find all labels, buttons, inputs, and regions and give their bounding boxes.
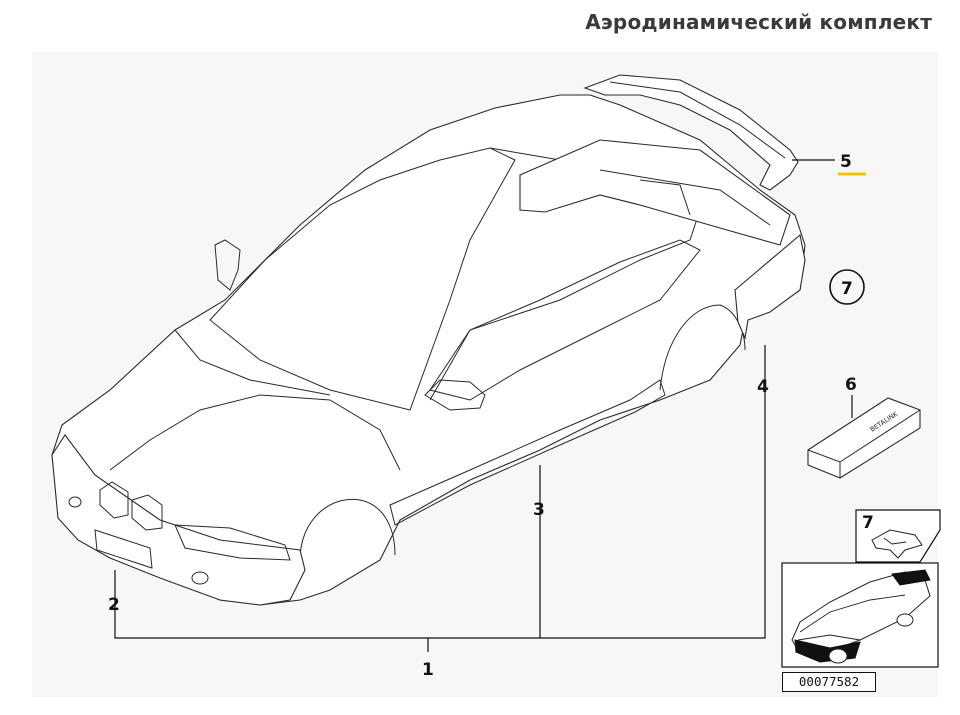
leader-lines xyxy=(114,159,853,652)
callout-2: 2 xyxy=(108,595,120,615)
reference-number: 00077582 xyxy=(782,672,876,692)
part7-thumbnail: 7 xyxy=(855,509,941,563)
callout-4: 4 xyxy=(757,377,769,397)
callout-7-circle xyxy=(829,269,865,305)
overview-thumbnail xyxy=(781,562,939,668)
callout-3: 3 xyxy=(533,500,545,520)
diagram-title: Аэродинамический комплект xyxy=(585,10,932,34)
callout-7-thumb: 7 xyxy=(862,513,874,533)
callout-1: 1 xyxy=(422,660,434,680)
part6-box: BETALINK xyxy=(807,397,921,479)
car-illustration xyxy=(51,94,806,606)
rear-spoiler-part xyxy=(583,74,799,191)
callout-7: 7 xyxy=(841,279,853,299)
callout-6: 6 xyxy=(845,375,857,395)
callout-5: 5 xyxy=(840,152,852,172)
